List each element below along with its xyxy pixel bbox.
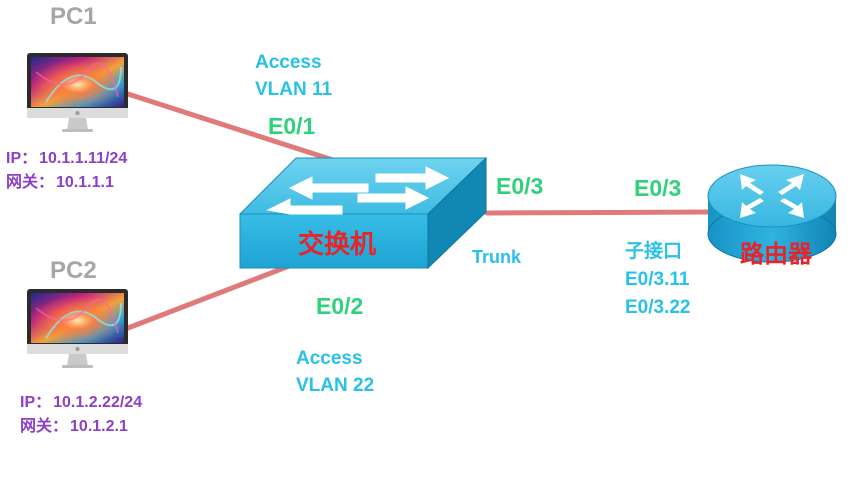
router-subinterface-title: 子接口 [625, 240, 683, 262]
pc1-name: PC1 [50, 3, 97, 30]
pc1-ip-line: IP：10.1.1.11/24 [6, 150, 127, 168]
router-label: 路由器 [740, 240, 812, 268]
switch-port-e0-3: E0/3 [496, 173, 544, 199]
switch-port-e0-1: E0/1 [268, 113, 316, 139]
pc1-ip-address: 10.1.1.11/24 [39, 150, 128, 167]
pc2-gateway-address: 10.1.2.1 [70, 418, 128, 435]
pc2-access-vlan: VLAN 22 [296, 375, 375, 396]
pc1-access-mode: Access [255, 52, 322, 73]
pc2-computer-icon [27, 289, 128, 368]
router-port-e0-3: E0/3 [634, 175, 682, 201]
router-subinterface-11: E0/3.11 [625, 269, 690, 290]
pc2-ip-address: 10.1.2.22/24 [53, 394, 143, 411]
switch-port-e0-2: E0/2 [316, 293, 364, 319]
pc2-gateway-prefix: 网关： [20, 418, 69, 435]
pc1-computer-icon [27, 53, 128, 132]
link-trunk-switch-router [484, 209, 715, 216]
pc1-gateway-line: 网关：10.1.1.1 [6, 174, 114, 192]
pc2-access-mode: Access [296, 348, 363, 369]
pc1-gateway-prefix: 网关： [6, 174, 55, 191]
pc2-gateway-line: 网关：10.1.2.1 [20, 418, 128, 436]
pc1-access-vlan: VLAN 11 [255, 79, 333, 100]
pc2-name: PC2 [50, 257, 97, 284]
pc2-ip-line: IP：10.1.2.22/24 [20, 394, 142, 412]
link-pc1-switch [125, 91, 339, 164]
router-subinterface-22: E0/3.22 [625, 297, 691, 318]
pc1-gateway-address: 10.1.1.1 [56, 174, 114, 191]
router-icon [707, 164, 837, 263]
pc2-ip-prefix: IP： [20, 394, 52, 411]
switch-label: 交换机 [298, 230, 377, 260]
trunk-label: Trunk [472, 247, 522, 267]
switch-icon [238, 156, 488, 270]
pc1-ip-prefix: IP： [6, 150, 38, 167]
